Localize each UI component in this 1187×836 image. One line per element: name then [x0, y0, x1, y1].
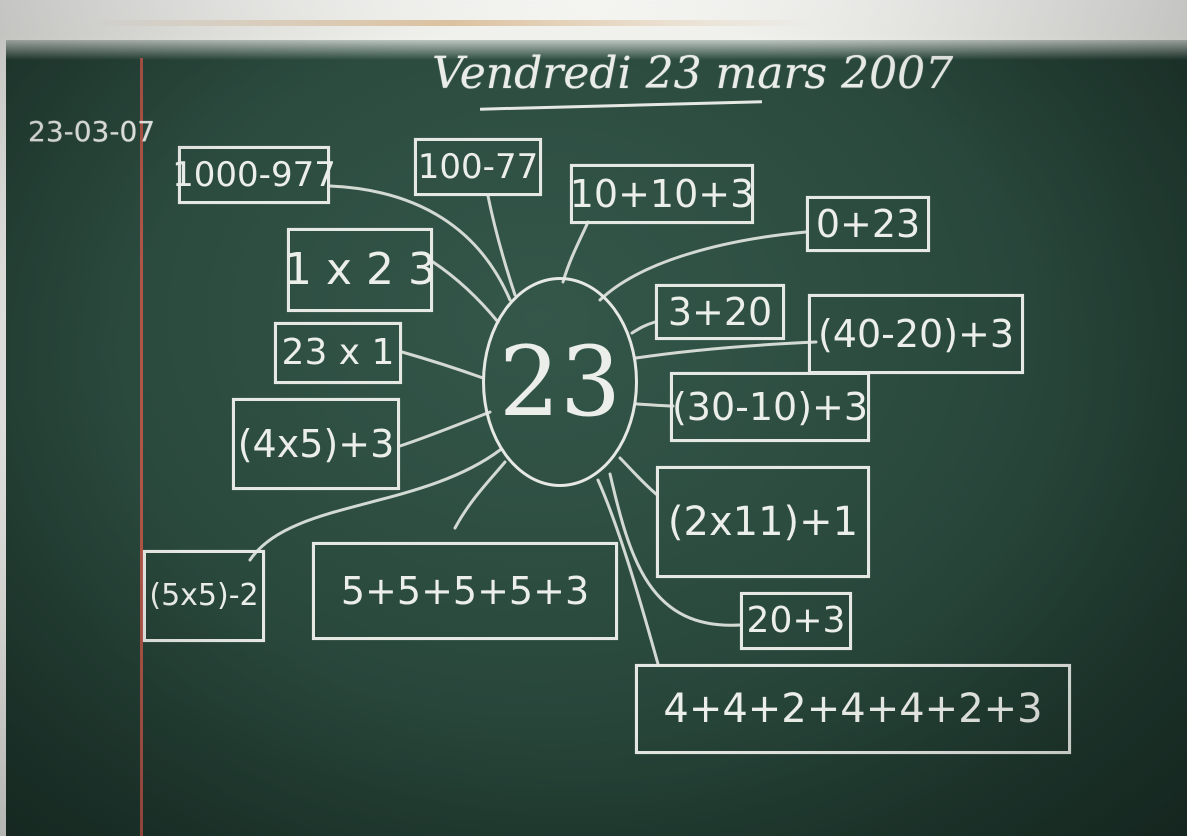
expression-box: (40-20)+3: [808, 294, 1024, 374]
expression-box: 20+3: [740, 592, 852, 650]
expression-box: (5x5)-2: [143, 550, 265, 642]
connector-line: [248, 448, 502, 562]
board-top-rail: [90, 20, 810, 26]
connector-line: [398, 410, 492, 448]
expression-box: 1 x 2 3: [284, 228, 436, 312]
ceiling-light-glare: [0, 0, 1187, 60]
connector-line: [634, 340, 818, 360]
expression-box: (4x5)+3: [232, 398, 400, 490]
connector-line: [635, 402, 675, 408]
margin-line: [140, 58, 143, 836]
expression-box: (30-10)+3: [670, 372, 870, 442]
connector-line: [608, 472, 742, 627]
expression-box: (2x11)+1: [656, 466, 870, 578]
connector-line: [328, 184, 512, 302]
expression-box: 3+20: [655, 284, 785, 340]
connector-line: [561, 220, 590, 284]
connector-line: [486, 194, 517, 297]
expression-box: 4+4+2+4+4+2+3: [635, 664, 1071, 754]
expression-box: 0+23: [806, 196, 930, 252]
board-title: Vendredi 23 mars 2007: [432, 48, 954, 99]
expression-box: 23 x 1: [274, 322, 402, 384]
center-circle: 23: [482, 277, 638, 487]
connector-line: [596, 478, 660, 666]
connector-line: [431, 260, 500, 324]
center-number: 23: [498, 326, 622, 438]
connector-line: [400, 350, 485, 380]
connector-line: [630, 320, 657, 335]
connector-line: [453, 460, 507, 530]
connector-line: [618, 456, 658, 496]
margin-date: 23-03-07: [28, 115, 156, 148]
expression-box: 5+5+5+5+3: [312, 542, 618, 640]
expression-box: 10+10+3: [570, 164, 754, 224]
connector-line: [598, 230, 808, 302]
expression-box: 100-77: [414, 138, 542, 196]
expression-box: 1000-977: [172, 146, 336, 204]
